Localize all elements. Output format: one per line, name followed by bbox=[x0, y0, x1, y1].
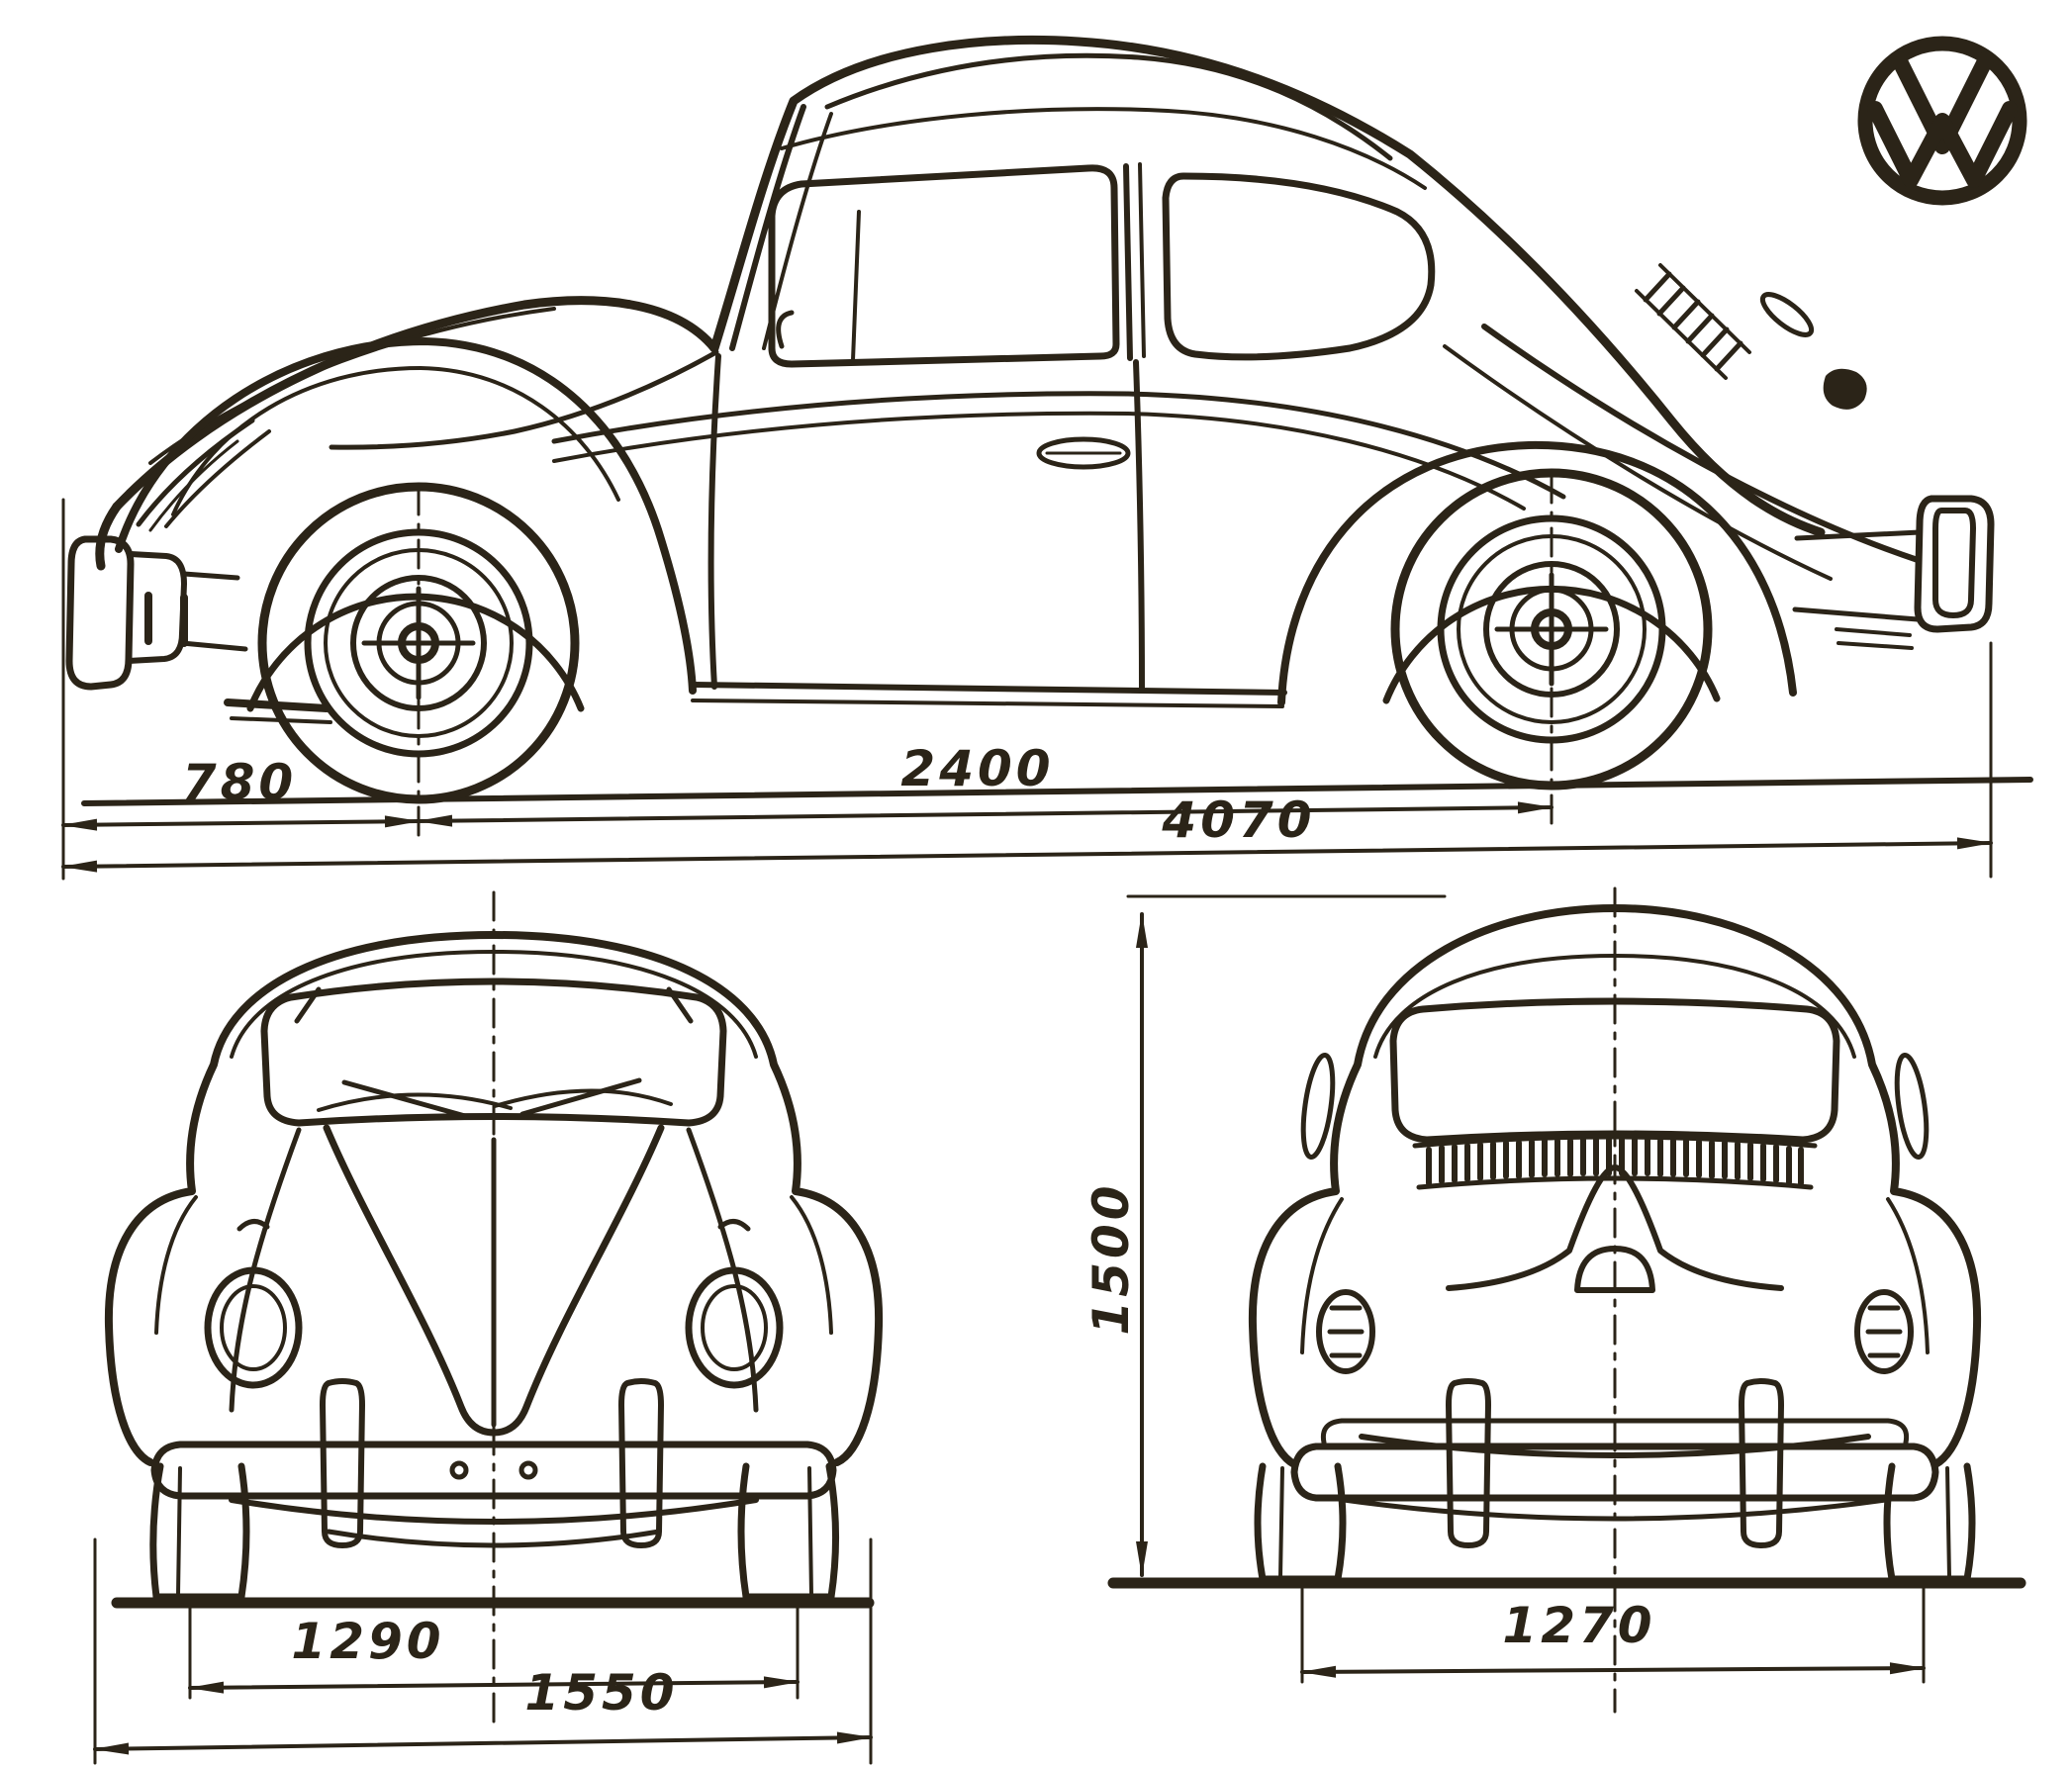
rear-overrider-right bbox=[1739, 1378, 1784, 1548]
front-overrider-left bbox=[320, 1378, 365, 1548]
front-view bbox=[93, 890, 884, 1765]
headlight-left bbox=[204, 1266, 303, 1389]
engine-vent-louvers bbox=[1412, 1134, 1818, 1190]
dim-line-front-overhang bbox=[61, 815, 421, 831]
hood-crease bbox=[148, 307, 556, 465]
side-drip-rail bbox=[780, 107, 1427, 190]
beltline bbox=[551, 391, 1566, 500]
front-fender bbox=[115, 337, 697, 695]
door-front-edge bbox=[707, 353, 721, 690]
windshield-edge bbox=[729, 104, 806, 351]
wipers bbox=[317, 1077, 673, 1119]
dim-label-rear-track: 1270 bbox=[1502, 1597, 1655, 1654]
taillight-left bbox=[1316, 1289, 1375, 1374]
front-valance bbox=[229, 1497, 759, 1525]
quarter-window bbox=[1162, 172, 1436, 361]
front-bumper bbox=[65, 535, 332, 724]
taillight-side bbox=[1823, 368, 1867, 410]
side-body-silhouette bbox=[112, 35, 1826, 537]
rear-body-outline bbox=[1248, 904, 1982, 1468]
rear-fender-inner-right bbox=[1886, 1197, 1930, 1354]
vw-logo bbox=[1857, 36, 2027, 206]
vent-window-divider bbox=[851, 210, 861, 362]
dim-line-wheelbase bbox=[417, 801, 1554, 827]
wiper-side bbox=[776, 310, 795, 349]
side-rear-wheel bbox=[1390, 468, 1713, 791]
dim-label-front-track: 1290 bbox=[291, 1613, 444, 1670]
rear-valance bbox=[1341, 1497, 1889, 1522]
vw-logo-w bbox=[1867, 101, 2018, 188]
rear-window bbox=[1389, 997, 1840, 1144]
b-pillar-inner bbox=[1138, 162, 1146, 358]
rear-wheel-arch bbox=[1382, 585, 1721, 704]
rear-view bbox=[1107, 886, 2026, 1714]
quarter-vent-right bbox=[1894, 1052, 1930, 1161]
dim-label-overall-width: 1550 bbox=[524, 1664, 678, 1722]
front-view-wheel-right bbox=[737, 1462, 840, 1601]
front-hood-outline bbox=[323, 1124, 665, 1437]
quarter-vent-left bbox=[1300, 1052, 1336, 1161]
dim-line-overall-length bbox=[61, 837, 1993, 873]
dim-label-front-overhang: 780 bbox=[182, 754, 297, 811]
vw-logo-v bbox=[1891, 51, 1994, 154]
rear-bumper bbox=[1792, 495, 1995, 650]
dim-line-overall-width bbox=[93, 1731, 873, 1755]
door-rear-edge bbox=[1133, 359, 1145, 692]
front-view-wheel-left bbox=[149, 1462, 250, 1601]
front-roof-inner bbox=[230, 950, 758, 1059]
front-apron bbox=[326, 1529, 662, 1548]
door-handle bbox=[1036, 436, 1131, 470]
side-roof-inner-line bbox=[824, 52, 1393, 161]
side-front-wheel bbox=[257, 482, 580, 804]
headlight-right bbox=[685, 1266, 784, 1389]
turn-signals-front bbox=[236, 1219, 751, 1232]
dim-label-overall-height: 1500 bbox=[1083, 1181, 1140, 1335]
rear-roof-inner bbox=[1373, 954, 1856, 1059]
beltline-lower bbox=[552, 411, 1526, 511]
vw-logo-ring bbox=[1857, 36, 2027, 206]
rear-bumper-bar bbox=[1290, 1378, 1939, 1548]
dim-line-front-track bbox=[188, 1676, 800, 1694]
front-bumper-bar bbox=[150, 1378, 837, 1548]
front-fender-top-left bbox=[154, 1195, 198, 1335]
front-overrider-right bbox=[618, 1378, 664, 1548]
dim-label-wheelbase: 2400 bbox=[900, 740, 1054, 797]
rear-fender-inner-left bbox=[1300, 1197, 1344, 1354]
door-window bbox=[768, 164, 1120, 368]
engine-lid-ornament bbox=[1446, 1164, 1784, 1291]
front-fender-inner bbox=[171, 366, 620, 516]
license-plate-light bbox=[1574, 1246, 1655, 1293]
front-view-dimensions: 1290 1550 bbox=[93, 1613, 873, 1755]
rear-view-dimensions: 1500 1270 bbox=[1083, 912, 1926, 1678]
side-view-dimensions: 780 2400 4070 bbox=[61, 740, 1993, 873]
front-body-outline bbox=[104, 931, 884, 1466]
engine-lid-edge bbox=[1481, 324, 1921, 563]
dim-line-rear-track bbox=[1300, 1662, 1926, 1678]
running-board bbox=[692, 682, 1287, 696]
front-fender-top-right bbox=[790, 1195, 833, 1335]
dim-label-overall-length: 4070 bbox=[1161, 791, 1315, 849]
running-board-lower bbox=[691, 698, 1284, 708]
side-view bbox=[61, 35, 2033, 881]
taillight-right bbox=[1854, 1289, 1914, 1374]
b-pillar bbox=[1123, 163, 1133, 361]
lid-trim-oval bbox=[1759, 292, 1815, 337]
rear-overrider-left bbox=[1446, 1378, 1491, 1548]
cowl-line bbox=[329, 349, 719, 450]
front-wheel-arch bbox=[246, 593, 585, 712]
rear-ext-lines bbox=[1126, 894, 1926, 1684]
rear-fender bbox=[1277, 440, 1797, 706]
engine-lid-edge-inner bbox=[1443, 344, 1833, 581]
front-windshield bbox=[260, 978, 727, 1127]
engine-lid-louvers bbox=[1635, 263, 1751, 380]
front-ext-lines bbox=[93, 1537, 873, 1765]
